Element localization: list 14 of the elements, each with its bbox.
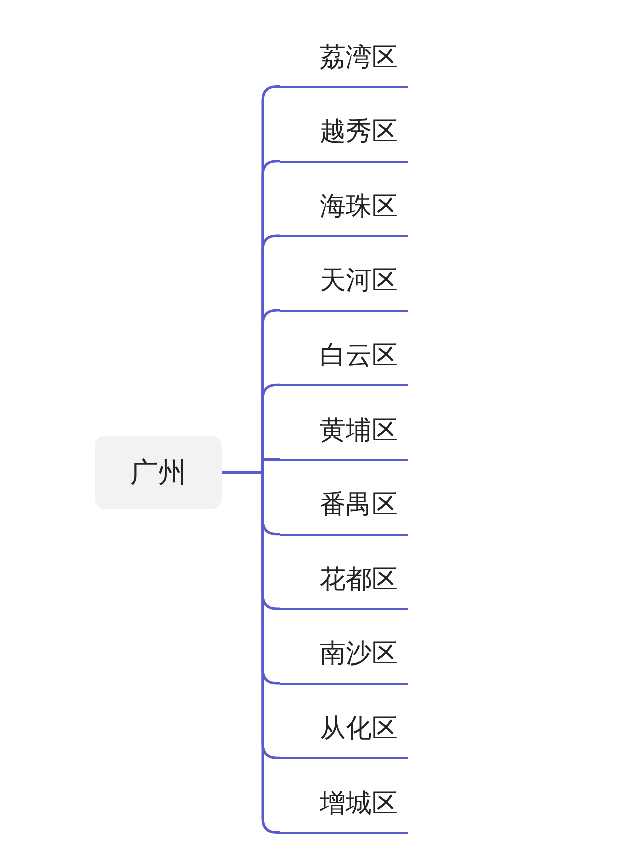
subtopic-text: 南沙区 [320,638,398,672]
subtopic-text: 海珠区 [320,190,398,224]
subtopic-text: 从化区 [320,712,398,746]
subtopic-text: 荔湾区 [320,42,398,74]
subtopic-text: 越秀区 [320,116,398,150]
subtopic-text: 花都区 [320,564,398,597]
subtopic-text: 黄埔区 [320,414,398,448]
subtopic-text: 增城区 [320,788,398,820]
subtopic-text: 天河区 [320,265,398,298]
subtopic-text: 白云区 [320,340,398,373]
root-topic-box [95,436,222,509]
subtopic-text: 番禺区 [320,489,398,522]
connector-line [222,471,280,834]
root-topic-text: 广州 [130,454,186,490]
